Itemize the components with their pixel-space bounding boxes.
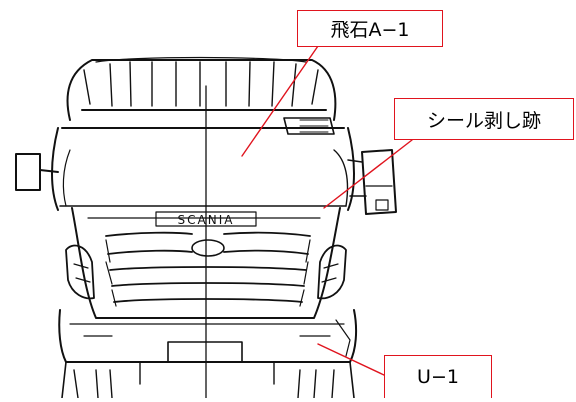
leader-line-u1: [317, 343, 385, 376]
callout-label: シール剥し跡: [426, 109, 541, 132]
callout-label: U−1: [417, 366, 459, 388]
brand-badge: SCANIA: [178, 213, 235, 227]
cab-body: [51, 117, 355, 211]
callout-seal-removal-mark: シール剥し跡: [394, 98, 574, 140]
callout-u1: U−1: [384, 355, 492, 398]
leader-line-a1: [241, 45, 319, 157]
leader-lines: [241, 45, 413, 376]
cab-roof: [66, 56, 337, 121]
side-mirrors: [15, 149, 397, 215]
callout-flying-stone-a1: 飛石A−1: [297, 10, 443, 47]
front-bumper: [58, 309, 358, 399]
leader-line-seal: [323, 139, 413, 209]
callout-label: 飛石A−1: [330, 19, 410, 41]
